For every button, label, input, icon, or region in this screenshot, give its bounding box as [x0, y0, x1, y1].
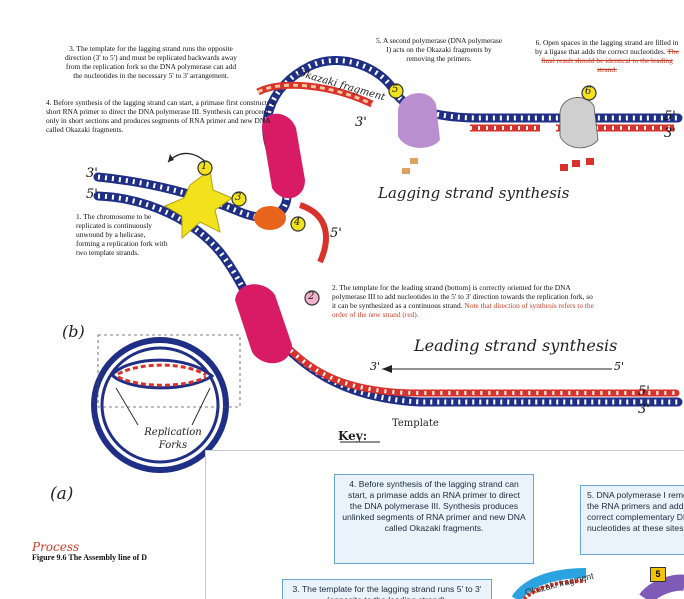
ligase-shape	[560, 97, 598, 147]
ligase-nucleotide	[572, 160, 580, 167]
ligase-nucleotide	[560, 164, 568, 171]
end-label-5-mid: 5'	[330, 226, 342, 241]
note-step-5: 5. A second polymerase (DNA polymerase I…	[375, 36, 503, 63]
process-label: Process	[32, 540, 79, 554]
ligase-nucleotide	[586, 158, 594, 165]
panel-a-label: (a)	[50, 484, 73, 504]
key-template-label: Template	[392, 418, 439, 429]
end-label-3-okazaki: 3'	[355, 115, 367, 130]
primase-shape	[254, 206, 286, 230]
note-step-6-text: 6. Open spaces in the lagging strand are…	[535, 38, 678, 56]
released-primer-bit	[410, 158, 418, 164]
end-label-3-top-left: 3'	[86, 166, 98, 181]
note-step-3: 3. The template for the lagging strand r…	[62, 44, 240, 80]
replication-bubble	[112, 360, 212, 388]
step-5-label: 5	[392, 84, 398, 95]
fork-pointer-left	[116, 388, 138, 425]
lagging-strand-title: Lagging strand synthesis	[378, 184, 569, 202]
end-label-3-right-bottom: 3'	[638, 402, 650, 417]
lagging-new-strand-loop	[300, 205, 326, 262]
note-step-4: 4. Before synthesis of the lagging stran…	[46, 98, 278, 134]
end-label-5-right-top: 5'	[664, 109, 676, 124]
replication-forks-label: Replication Forks	[140, 426, 206, 452]
overlay-diagram-panel: 4. Before synthesis of the lagging stran…	[205, 450, 684, 599]
dna-polymerase-i	[398, 93, 440, 148]
key-label: Key:	[338, 429, 367, 443]
end-label-5-top-left: 5'	[86, 187, 98, 202]
overlay-fragment-graphic	[206, 451, 684, 599]
panel-b-label: (b)	[62, 322, 85, 341]
fork-pointer-right	[192, 388, 210, 425]
leading-arrow-5prime: 5'	[614, 360, 624, 373]
end-label-3-right-top: 3'	[664, 126, 676, 141]
note-step-1: 1. The chromosome to be replicated is co…	[76, 212, 168, 257]
step-4-label: 4	[294, 217, 300, 228]
polymerase-iii-leading	[235, 284, 292, 363]
end-label-5-right-bottom: 5'	[638, 384, 650, 399]
note-step-2: 2. The template for the leading strand (…	[332, 283, 594, 319]
step-6-label: 6	[585, 86, 591, 97]
overlay-step-5-badge: 5	[650, 567, 666, 582]
step-1-label: 1	[201, 161, 207, 172]
released-primer-bit	[402, 168, 410, 174]
leading-strand-title: Leading strand synthesis	[414, 336, 617, 355]
leading-arrow-3prime: 3'	[370, 360, 380, 373]
note-step-6: 6. Open spaces in the lagging strand are…	[532, 38, 682, 74]
step-3-label: 3	[235, 192, 241, 203]
figure-caption: Figure 9.6 The Assembly line of D	[32, 553, 212, 563]
step-2-label: 2	[308, 291, 314, 302]
